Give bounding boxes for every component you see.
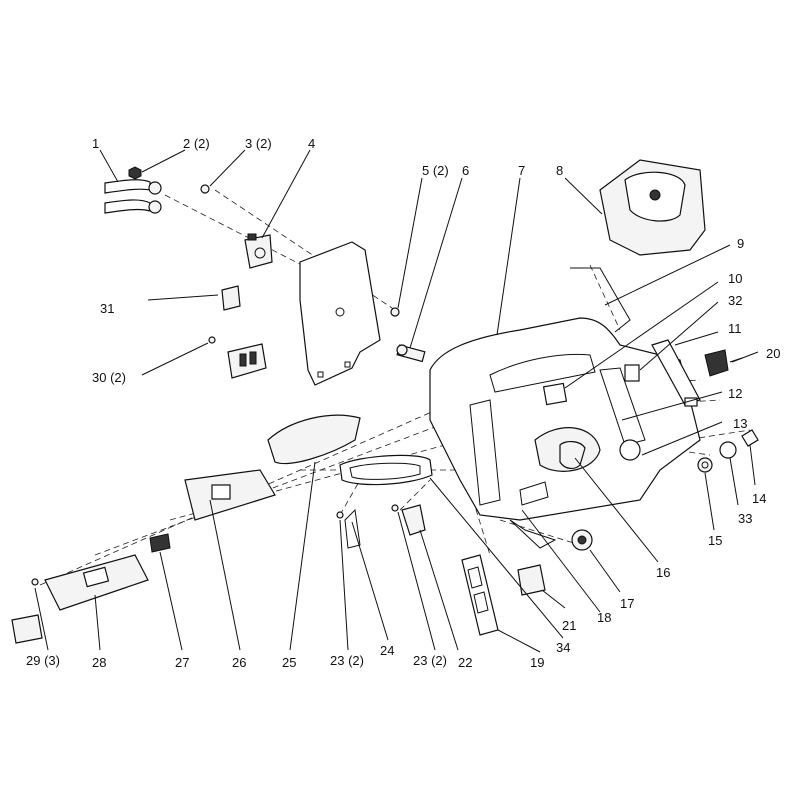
callout-18: 18 (597, 610, 611, 625)
callout-24: 24 (380, 643, 394, 658)
part-23-screw (336, 504, 399, 519)
callout-26: 26 (232, 655, 246, 670)
callout-3: 3 (2) (245, 136, 272, 151)
callout-20: 20 (766, 346, 780, 361)
part-19-strip (461, 554, 499, 636)
callout-23a: 23 (2) (330, 653, 364, 668)
callout-11: 11 (728, 321, 742, 336)
part-32-strip (651, 339, 701, 406)
callout-15: 15 (708, 533, 722, 548)
callout-1: 1 (92, 136, 99, 151)
callout-29: 29 (3) (26, 653, 60, 668)
part-24-clip (344, 508, 361, 549)
part-30-bracket (208, 336, 267, 379)
part-2-nut (128, 166, 142, 180)
callout-33: 33 (738, 511, 752, 526)
callout-8: 8 (556, 163, 563, 178)
part-33-washer (719, 441, 737, 459)
callout-13: 13 (733, 416, 747, 431)
part-11-switch (704, 349, 729, 377)
callout-32: 32 (728, 293, 742, 308)
part-28-housing (44, 554, 149, 611)
leader-lines (34, 149, 759, 653)
callout-21: 21 (562, 618, 576, 633)
part-27-switch (149, 533, 171, 553)
part-26-panel (184, 469, 276, 521)
callout-7: 7 (518, 163, 525, 178)
part-1-cable (104, 179, 162, 214)
callout-9: 9 (737, 236, 744, 251)
callout-2: 2 (2) (183, 136, 210, 151)
part-4-switch (244, 233, 273, 269)
part-22-latch (401, 504, 426, 536)
callout-14: 14 (752, 491, 766, 506)
part-5-screw (390, 307, 400, 317)
mounting-plate (299, 241, 381, 386)
part-21-switch (517, 564, 546, 596)
part-29-screw (11, 578, 43, 644)
part-6-shaft (396, 344, 426, 363)
callout-28: 28 (92, 655, 106, 670)
part-17-gauge (571, 529, 593, 551)
callout-17: 17 (620, 596, 634, 611)
callout-10: 10 (728, 271, 742, 286)
part-14-knob (741, 429, 759, 447)
callout-27: 27 (175, 655, 189, 670)
part-15-nut (697, 457, 713, 473)
callout-6: 6 (462, 163, 469, 178)
part-10-plate (624, 364, 640, 382)
part-8-boot (599, 159, 706, 256)
callout-5: 5 (2) (422, 163, 449, 178)
part-34-bezel (339, 454, 433, 486)
callout-25: 25 (282, 655, 296, 670)
part-9-rod (570, 267, 631, 333)
callout-23b: 23 (2) (413, 653, 447, 668)
callout-22: 22 (458, 655, 472, 670)
callout-19: 19 (530, 655, 544, 670)
callout-34: 34 (556, 640, 570, 655)
callout-30: 30 (2) (92, 370, 126, 385)
callout-labels: 1 2 (2) 3 (2) 4 5 (2) 6 7 8 9 10 32 11 2… (26, 136, 780, 670)
callout-31: 31 (100, 301, 114, 316)
part-3-screw (200, 184, 210, 194)
part-31-relay (221, 285, 241, 311)
callout-4: 4 (308, 136, 315, 151)
callout-12: 12 (728, 386, 742, 401)
callout-16: 16 (656, 565, 670, 580)
part-25-cover (267, 414, 361, 465)
